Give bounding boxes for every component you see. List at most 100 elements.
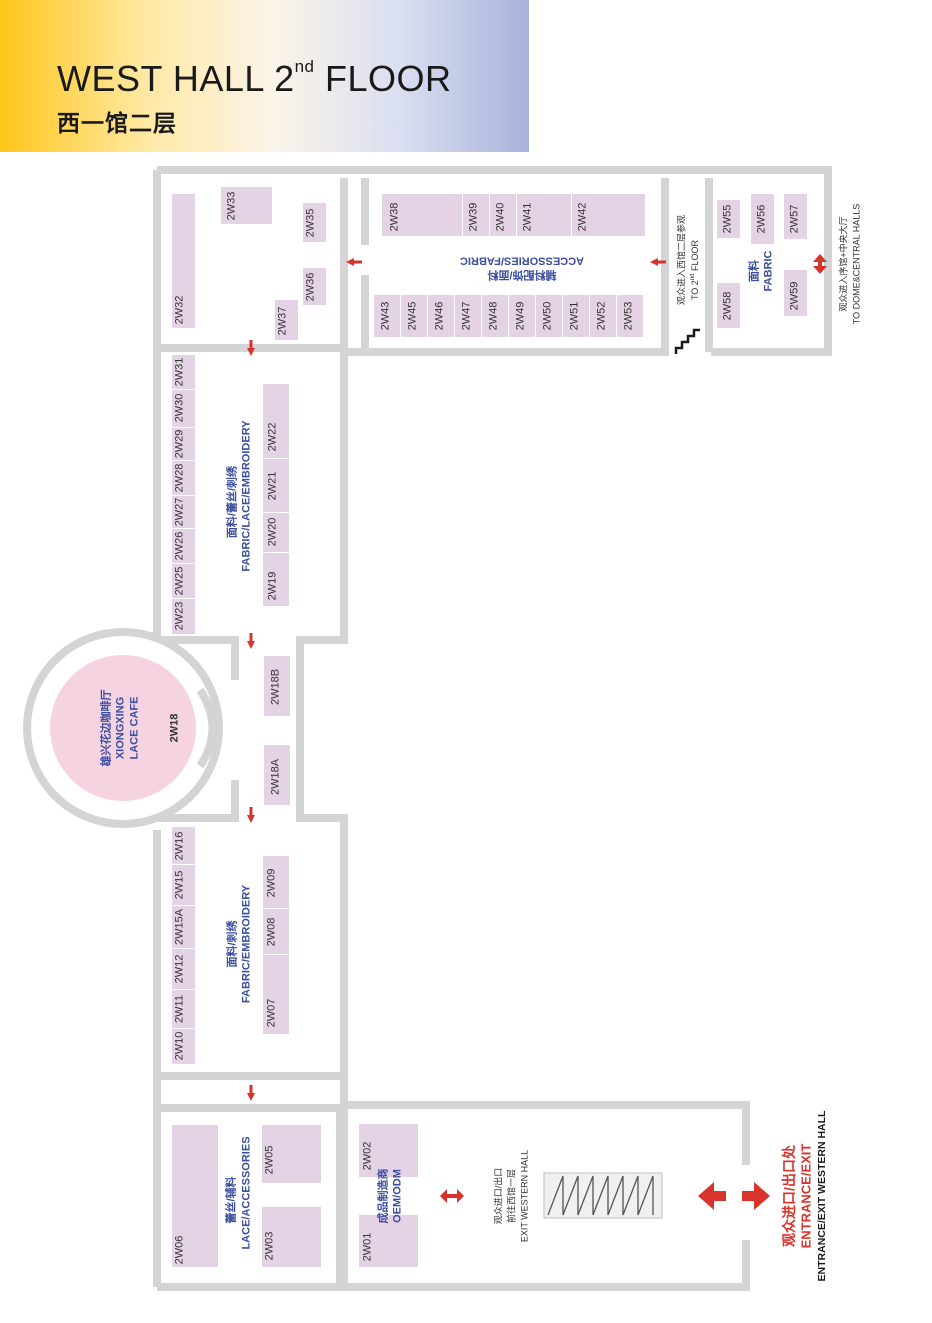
- booth-2W58: [717, 283, 740, 328]
- wall-top-inner: [344, 178, 669, 356]
- booth-label: 2W01: [361, 1232, 374, 1262]
- zone-label-fabric-cn: 面料: [748, 260, 761, 282]
- note-exit-cn1: 观众进口/出口: [493, 1167, 504, 1225]
- zone-label-accessories-en: ACCESSORIES/FABRIC: [459, 254, 585, 267]
- booth-label: 2W38: [388, 202, 401, 232]
- double-arrow-icon: [440, 1189, 464, 1203]
- booth-2W52: [590, 295, 616, 337]
- stairs-icon: [674, 328, 700, 354]
- booth-label: 2W59: [788, 281, 801, 311]
- header-band: [0, 0, 529, 152]
- wall-bottom: [157, 1240, 750, 1291]
- booth-label: 2W52: [595, 301, 608, 331]
- zone-label-lace-upper-cn: 面料/蕾丝/刺绣: [226, 465, 239, 539]
- walls: [153, 166, 832, 1291]
- booth-2W25: [172, 564, 195, 598]
- booth-label: 2W15A: [173, 908, 186, 946]
- entrance-arrow-icon: [742, 1182, 770, 1210]
- booth-label: 2W05: [263, 1145, 276, 1175]
- booth-label: 2W22: [266, 422, 279, 452]
- booth-2W47: [455, 295, 481, 337]
- zone-label-fabric-en: FABRIC: [762, 250, 775, 292]
- booth-label: 2W51: [568, 301, 581, 331]
- booth-2W08: [263, 909, 289, 954]
- booth-label: 2W20: [266, 517, 279, 547]
- booth-2W55: [717, 200, 740, 238]
- booth-label: 2W11: [173, 995, 186, 1023]
- booth-2W12: [172, 949, 195, 989]
- booth-2W22: [263, 384, 289, 458]
- booth-2W07: [263, 955, 289, 1034]
- entrance-label-cn: 观众进口/出口处: [781, 1145, 797, 1247]
- booth-label: 2W55: [721, 204, 734, 234]
- booth-label: 2W39: [467, 202, 480, 232]
- booth-2W41: [517, 194, 571, 236]
- booth-2W56: [751, 194, 774, 244]
- booth-label: 2W53: [622, 301, 635, 331]
- cafe-label-en1: XIONGXING: [114, 696, 127, 760]
- note-to-2nd-en: TO 2nd FLOOR: [690, 239, 700, 301]
- booth-2W43: [374, 295, 400, 337]
- booth-label: 2W23: [173, 601, 186, 631]
- booth-label: 2W43: [379, 301, 392, 331]
- booth-label: 2W58: [721, 291, 734, 321]
- booth-label: 2W40: [494, 202, 507, 232]
- booth-label: 2W32: [173, 295, 186, 325]
- booth-label: 2W30: [173, 393, 186, 423]
- booth-label: 2W18A: [269, 758, 282, 796]
- booth-2W38: [382, 194, 462, 236]
- booth-2W59: [784, 270, 807, 316]
- booth-label: 2W18B: [269, 668, 282, 706]
- note-dome-cn: 观众进入序馆+中央大厅: [838, 216, 849, 312]
- zone-label-embroidery-en: FABRIC/EMBROIDERY: [240, 884, 253, 1004]
- booth-label: 2W56: [755, 204, 768, 234]
- booth-2W01: [359, 1215, 418, 1267]
- booth-2W49: [509, 295, 535, 337]
- booth-2W05: [262, 1125, 321, 1183]
- booth-2W27: [172, 496, 195, 528]
- booth-2W16: [172, 827, 195, 864]
- note-exit-cn2: 前往西馆一层: [506, 1168, 517, 1224]
- zone-label-lace-acc-en: LACE/ACCESSORIES: [240, 1136, 253, 1250]
- double-arrow-icon: [813, 254, 827, 274]
- zone-label-oem-en: OEM/ODM: [391, 1169, 404, 1223]
- booth-2W48: [482, 295, 508, 337]
- booth-label: 2W41: [521, 202, 534, 232]
- booth-2W20: [263, 513, 289, 552]
- zone-label-lace-upper-en: FABRIC/LACE/EMBROIDERY: [240, 420, 253, 572]
- page-title-cn: 西一馆二层: [57, 110, 177, 136]
- booth-2W02: [359, 1124, 418, 1177]
- booth-label: 2W16: [173, 831, 186, 861]
- double-arrows: [440, 254, 827, 1210]
- lace-cafe: [23, 628, 223, 828]
- booth-2W03: [262, 1207, 321, 1267]
- booth-2W09: [263, 856, 289, 908]
- booth-2W15: [172, 865, 195, 905]
- booth-label: 2W57: [788, 204, 801, 234]
- booth-2W33: [221, 187, 272, 224]
- booth-2W11: [172, 990, 195, 1028]
- booth-label: 2W50: [541, 301, 554, 331]
- booth-label: 2W27: [173, 497, 186, 527]
- booth-2W29: [172, 428, 195, 460]
- booth-label: 2W49: [514, 301, 527, 331]
- booth-2W57: [784, 194, 807, 239]
- booth-2W35: [303, 203, 326, 242]
- booth-label: 2W07: [265, 998, 278, 1028]
- entrance-arrow-icon: [698, 1182, 726, 1210]
- zone-label-accessories-cn: 辅料配饰/面料: [487, 268, 557, 281]
- booth-label: 2W18: [168, 713, 181, 743]
- cafe-label-cn: 雄兴花边咖啡厅: [100, 689, 113, 767]
- booth-blocks: [172, 187, 807, 1267]
- booth-label: 2W29: [173, 429, 186, 459]
- booth-label: 2W10: [173, 1031, 186, 1061]
- entrance-label-en: ENTRANCE/EXIT: [798, 1143, 814, 1249]
- booth-2W10: [172, 1029, 195, 1064]
- zone-label-embroidery-cn: 面料/刺绣: [226, 920, 239, 968]
- booth-label: 2W12: [173, 954, 186, 984]
- booth-label: 2W47: [460, 301, 473, 331]
- booth-label: 2W35: [304, 208, 317, 238]
- booth-label: 2W28: [173, 463, 186, 493]
- booth-2W51: [563, 295, 589, 337]
- booth-label: 2W45: [406, 301, 419, 331]
